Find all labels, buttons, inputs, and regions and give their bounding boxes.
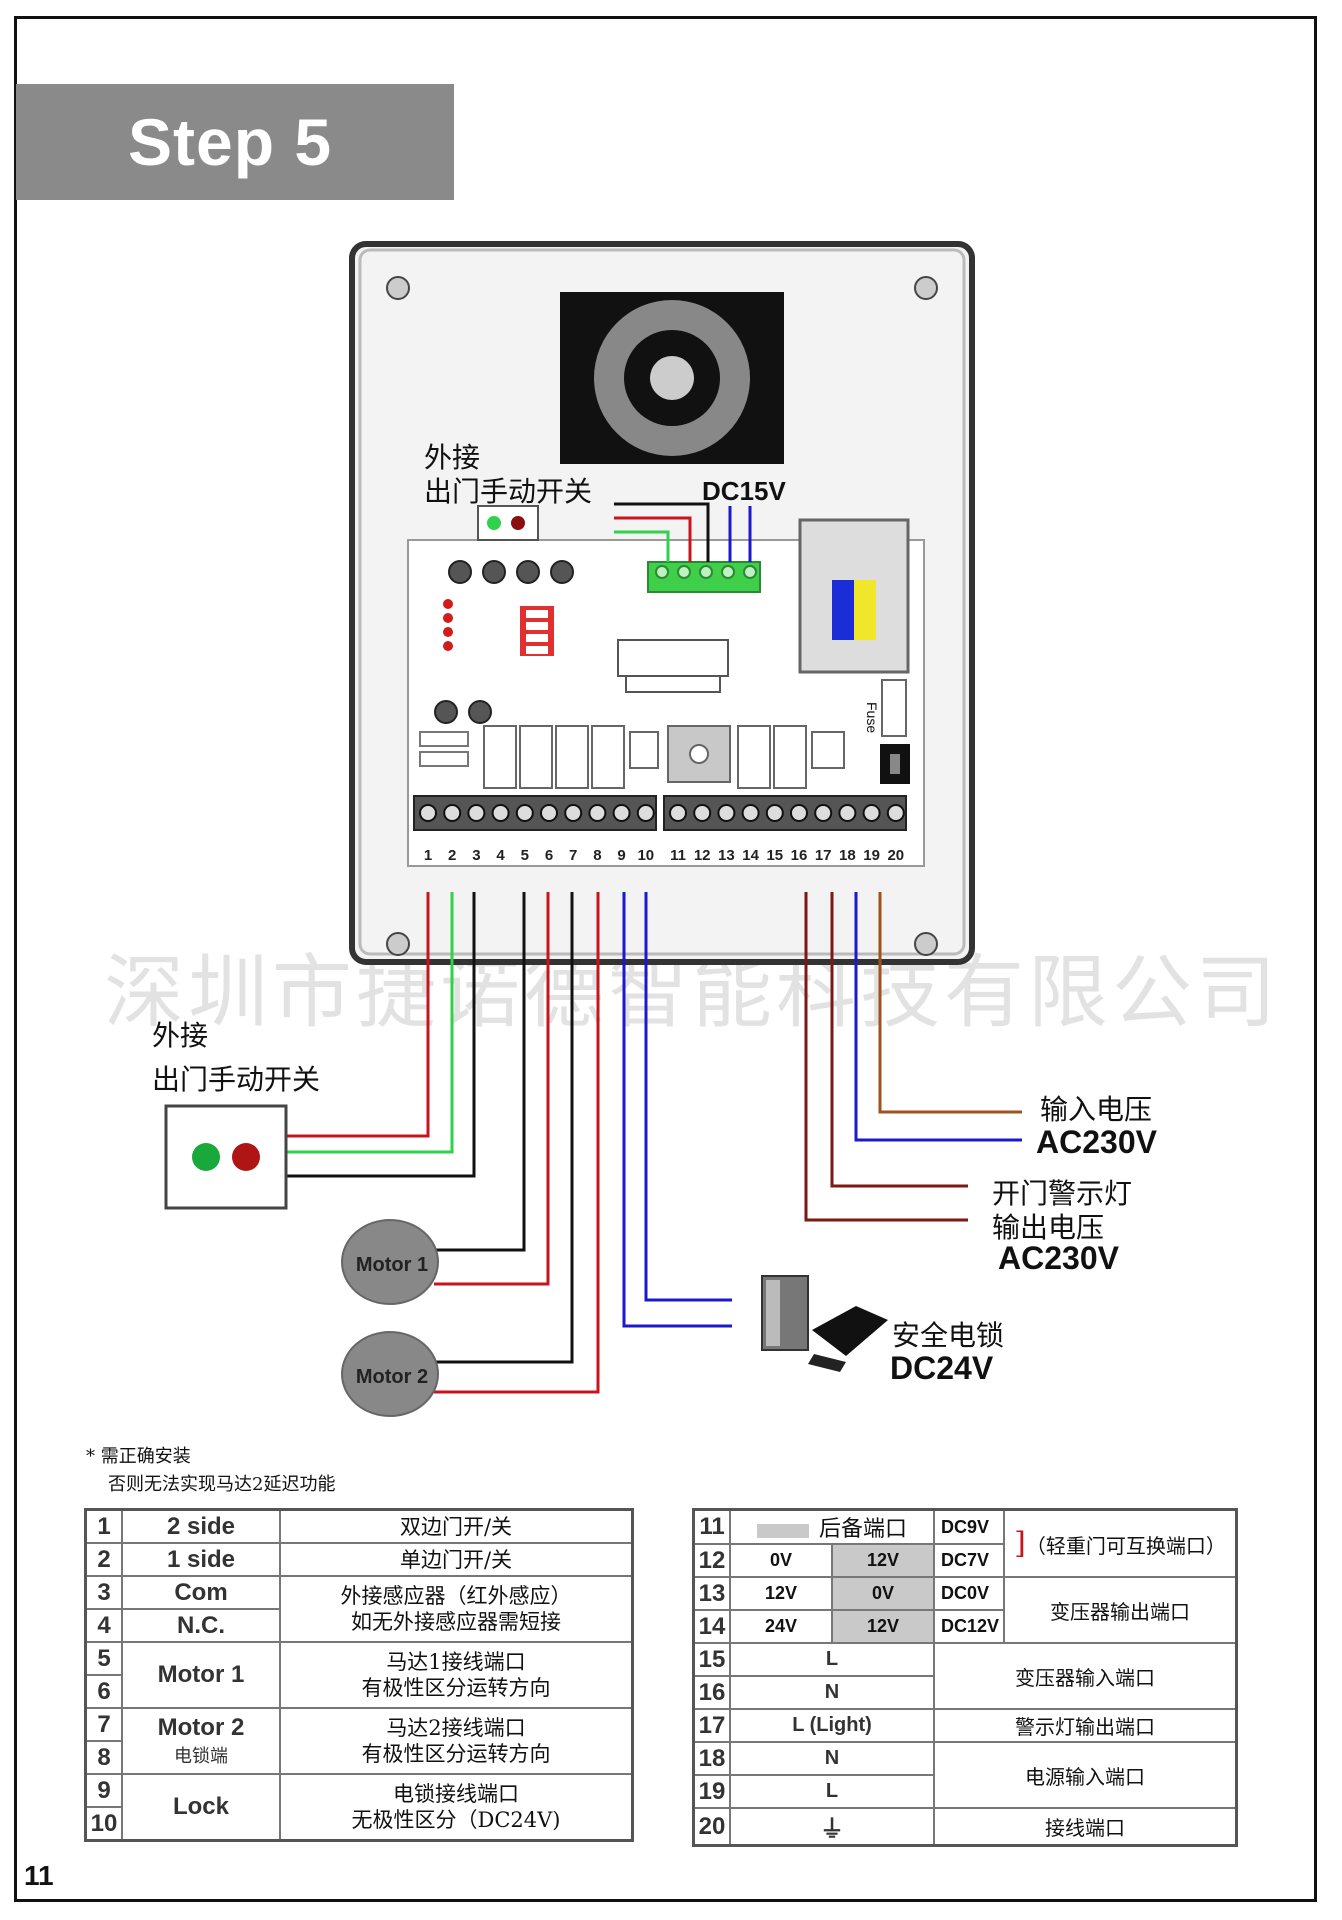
motor-1 xyxy=(341,1219,439,1305)
warning-lamp-label-1: 开门警示灯 xyxy=(992,1177,1133,1210)
terminal-screw-12 xyxy=(693,804,712,822)
terminal-screw-5 xyxy=(515,804,534,822)
terminal-number-15: 15 xyxy=(766,847,783,864)
terminal-number-4: 4 xyxy=(496,847,505,864)
terminal-number-19: 19 xyxy=(863,847,880,864)
screw-tl xyxy=(386,276,410,300)
terminal-number-5: 5 xyxy=(521,847,529,864)
terminal-screw-8 xyxy=(588,804,607,822)
table-row: 15 L 变压器输入端口 xyxy=(692,1642,1238,1710)
header-banner xyxy=(16,84,454,200)
terminal-number-1: 1 xyxy=(424,847,432,864)
table-row: 10 xyxy=(84,1806,633,1842)
lock-value: DC24V xyxy=(890,1350,994,1386)
table-row: 3 Com 外接感应器（红外感应）如无外接感应器需短接 xyxy=(84,1575,634,1643)
left-terminal-table: 1 2 side 双边门开/关 2 1 side 单边门开/关 3 Com 外接… xyxy=(84,1508,634,1842)
table-row: 16 N xyxy=(692,1675,1237,1710)
dc15v-label: DC15V xyxy=(702,476,786,506)
terminal-number-14: 14 xyxy=(742,847,759,864)
input-voltage-value: AC230V xyxy=(1036,1124,1157,1160)
terminal-screw-4 xyxy=(491,804,510,822)
table-row: 13 12V 0V DC0V 变压器输出端口 xyxy=(692,1576,1238,1644)
table-row: 12 0V 12V DC7V xyxy=(692,1543,1237,1578)
top-switch-label-1: 外接 xyxy=(424,441,481,474)
left-switch-label-1: 外接 xyxy=(152,1019,209,1052)
table-row: 17 L (Light) 警示灯输出端口 xyxy=(692,1708,1238,1743)
warning-lamp-value: AC230V xyxy=(998,1240,1119,1276)
screw-bl xyxy=(386,932,410,956)
terminal-number-12: 12 xyxy=(694,847,711,864)
transformer-core xyxy=(650,356,694,400)
terminal-screw-9 xyxy=(612,804,631,822)
table-row: 8 xyxy=(84,1740,633,1775)
terminal-screw-15 xyxy=(765,804,784,822)
motor-1-label: Motor 1 xyxy=(356,1254,428,1276)
fuse-label: Fuse xyxy=(864,702,880,734)
table-row: 20 ⏚ 接线端口 xyxy=(692,1807,1238,1847)
table-row: 14 24V 12V DC12V xyxy=(692,1609,1237,1644)
right-terminal-table: 11 后备端口 DC9V ]（轻重门可互换端口） 12 0V 12V DC7V … xyxy=(692,1508,1238,1847)
terminal-screw-17 xyxy=(814,804,833,822)
terminal-screw-11 xyxy=(669,804,687,822)
terminal-number-3: 3 xyxy=(472,847,480,864)
controller-chip xyxy=(617,639,729,677)
terminal-number-11: 11 xyxy=(670,847,686,864)
terminal-screw-2 xyxy=(443,804,462,822)
lock-label: 安全电锁 xyxy=(892,1319,1005,1352)
table-row: 11 后备端口 DC9V ]（轻重门可互换端口） xyxy=(692,1508,1238,1578)
left-switch-label-2: 出门手动开关 xyxy=(152,1063,321,1096)
motor-2 xyxy=(341,1331,439,1417)
screw-tr xyxy=(914,276,938,300)
terminal-screw-6 xyxy=(540,804,558,822)
terminal-number-13: 13 xyxy=(718,847,735,864)
terminal-screw-7 xyxy=(564,804,583,822)
top-switch-label-2: 出门手动开关 xyxy=(424,475,593,508)
page-number: 11 xyxy=(24,1860,54,1891)
table-row: 1 2 side 双边门开/关 xyxy=(84,1508,634,1544)
page-title: Step 5 xyxy=(128,105,333,179)
terminal-number-6: 6 xyxy=(545,847,553,864)
terminal-number-17: 17 xyxy=(815,847,832,864)
input-voltage-label: 输入电压 xyxy=(1040,1093,1153,1126)
ground-icon: ⏚ xyxy=(729,1807,935,1847)
table-row: 9 Lock 电锁接线端口无极性区分（DC24V) xyxy=(84,1773,634,1842)
terminal-screw-19 xyxy=(862,804,881,822)
warning-lamp-label-2: 输出电压 xyxy=(992,1211,1105,1244)
left-switch-box xyxy=(164,1104,288,1210)
terminal-number-20: 20 xyxy=(887,847,904,864)
motor-2-label: Motor 2 xyxy=(356,1366,428,1388)
terminal-screw-14 xyxy=(741,804,760,822)
terminal-number-2: 2 xyxy=(448,847,456,864)
terminal-screw-20 xyxy=(886,804,905,822)
terminal-screw-3 xyxy=(467,804,486,822)
electric-lock-icon xyxy=(761,1275,888,1372)
terminal-screw-10 xyxy=(636,804,655,822)
table-row: 6 xyxy=(84,1674,633,1709)
page-frame xyxy=(14,16,1317,1902)
table-row: 19 L xyxy=(692,1774,1237,1809)
install-note-1: * 需正确安装 xyxy=(86,1446,191,1467)
fuse xyxy=(881,679,907,737)
table-row: 4 N.C. xyxy=(84,1608,633,1643)
table-row: 2 1 side 单边门开/关 xyxy=(84,1542,634,1577)
terminal-number-16: 16 xyxy=(791,847,808,864)
table-row: 5 Motor 1 马达1接线端口有极性区分运转方向 xyxy=(84,1641,634,1709)
terminal-number-18: 18 xyxy=(839,847,856,864)
terminal-number-9: 9 xyxy=(617,847,625,864)
terminal-screw-1 xyxy=(419,804,437,822)
terminal-number-7: 7 xyxy=(569,847,577,864)
terminal-screw-18 xyxy=(838,804,857,822)
terminal-number-8: 8 xyxy=(593,847,601,864)
terminal-screw-13 xyxy=(717,804,736,822)
terminal-number-10: 10 xyxy=(637,847,654,864)
enclosure-shadow xyxy=(358,248,966,956)
install-note-2: 否则无法实现马达2延迟功能 xyxy=(108,1474,336,1495)
screw-br xyxy=(914,932,938,956)
table-row: 18 N 电源输入端口 xyxy=(692,1741,1238,1809)
terminal-screw-16 xyxy=(790,804,808,822)
